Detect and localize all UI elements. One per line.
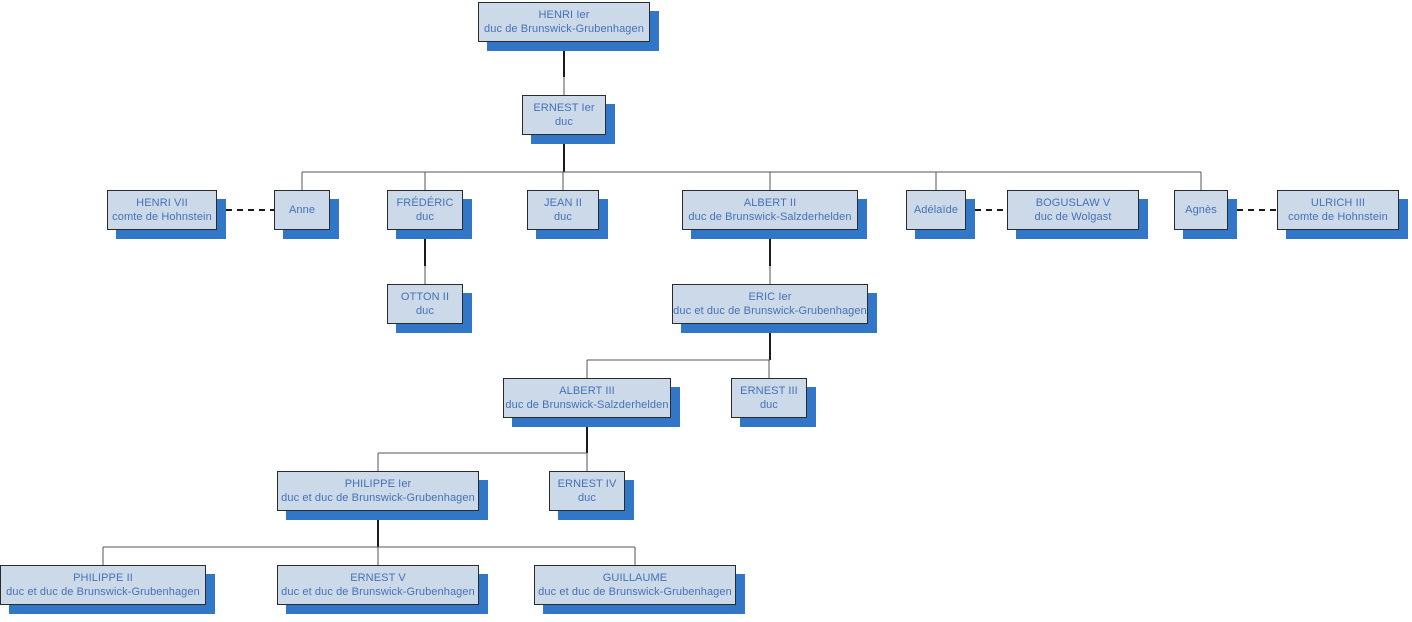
person-name: Agnès xyxy=(1185,204,1217,216)
person-title: duc xyxy=(415,305,435,317)
person-name: JEAN II xyxy=(544,197,582,209)
person-node-otton2[interactable]: OTTON II duc xyxy=(387,284,463,324)
person-node-ernest5[interactable]: ERNEST V duc et duc de Brunswick-Grubenha… xyxy=(277,565,479,605)
person-node-boguslaw5[interactable]: BOGUSLAW V duc de Wolgast xyxy=(1007,190,1139,230)
person-node-henri1[interactable]: HENRI Ier duc de Brunswick-Grubenhagen xyxy=(478,2,650,42)
person-name: PHILIPPE Ier xyxy=(344,478,412,490)
person-title: duc xyxy=(553,211,573,223)
person-title: duc xyxy=(554,116,574,128)
person-node-henri7[interactable]: HENRI VII comte de Hohnstein xyxy=(107,190,217,230)
person-title: duc de Brunswick-Grubenhagen xyxy=(484,23,644,35)
person-node-frederic[interactable]: FRÉDÉRIC duc xyxy=(387,190,463,230)
person-name: ALBERT II xyxy=(743,197,797,209)
person-title: duc xyxy=(577,492,597,504)
person-title: duc xyxy=(759,399,779,411)
person-title: comte de Hohnstein xyxy=(112,211,212,223)
person-node-philippe2[interactable]: PHILIPPE II duc et duc de Brunswick-Grube… xyxy=(0,565,206,605)
person-title: comte de Hohnstein xyxy=(1288,211,1388,223)
person-node-ernest4[interactable]: ERNEST IV duc xyxy=(549,471,625,511)
person-name: FRÉDÉRIC xyxy=(396,197,454,209)
person-node-philippe1[interactable]: PHILIPPE Ier duc et duc de Brunswick-Grub… xyxy=(277,471,479,511)
person-name: BOGUSLAW V xyxy=(1035,197,1111,209)
person-title: duc et duc de Brunswick-Grubenhagen xyxy=(6,586,200,598)
person-node-adelaide[interactable]: Adélaïde xyxy=(906,190,966,230)
person-title: duc et duc de Brunswick-Grubenhagen xyxy=(538,586,732,598)
person-name: HENRI VII xyxy=(136,197,188,209)
person-title: duc de Wolgast xyxy=(1034,211,1112,223)
person-node-guillaume[interactable]: GUILLAUME duc et duc de Brunswick-Grubenh… xyxy=(534,565,736,605)
person-name: Anne xyxy=(288,204,316,216)
person-node-albert3[interactable]: ALBERT III duc de Brunswick-Salzderhelden xyxy=(503,378,671,418)
person-node-eric1[interactable]: ERIC Ier duc et duc de Brunswick-Grubenha… xyxy=(672,284,868,324)
person-name: Adélaïde xyxy=(913,204,959,216)
person-title: duc de Brunswick-Salzderhelden xyxy=(505,399,669,411)
person-name: OTTON II xyxy=(400,291,450,303)
person-title: duc et duc de Brunswick-Grubenhagen xyxy=(673,305,867,317)
person-node-ulrich3[interactable]: ULRICH III comte de Hohnstein xyxy=(1277,190,1399,230)
person-name: ERNEST IV xyxy=(557,478,617,490)
person-name: ULRICH III xyxy=(1310,197,1366,209)
person-node-anne[interactable]: Anne xyxy=(274,190,330,230)
person-name: GUILLAUME xyxy=(602,572,668,584)
person-name: HENRI Ier xyxy=(538,9,590,21)
person-title: duc de Brunswick-Salzderhelden xyxy=(688,211,852,223)
person-title: duc et duc de Brunswick-Grubenhagen xyxy=(281,586,475,598)
person-name: PHILIPPE II xyxy=(73,572,133,584)
person-node-ernest3[interactable]: ERNEST III duc xyxy=(731,378,807,418)
person-title: duc et duc de Brunswick-Grubenhagen xyxy=(281,492,475,504)
person-name: ERNEST V xyxy=(350,572,406,584)
person-node-agnes[interactable]: Agnès xyxy=(1174,190,1228,230)
person-node-albert2[interactable]: ALBERT II duc de Brunswick-Salzderhelden xyxy=(682,190,858,230)
person-name: ALBERT III xyxy=(559,385,615,397)
person-name: ERIC Ier xyxy=(748,291,792,303)
person-name: ERNEST Ier xyxy=(533,102,595,114)
person-title: duc xyxy=(415,211,435,223)
person-node-ernest1[interactable]: ERNEST Ier duc xyxy=(522,95,606,135)
person-node-jean2[interactable]: JEAN II duc xyxy=(527,190,599,230)
person-name: ERNEST III xyxy=(740,385,798,397)
